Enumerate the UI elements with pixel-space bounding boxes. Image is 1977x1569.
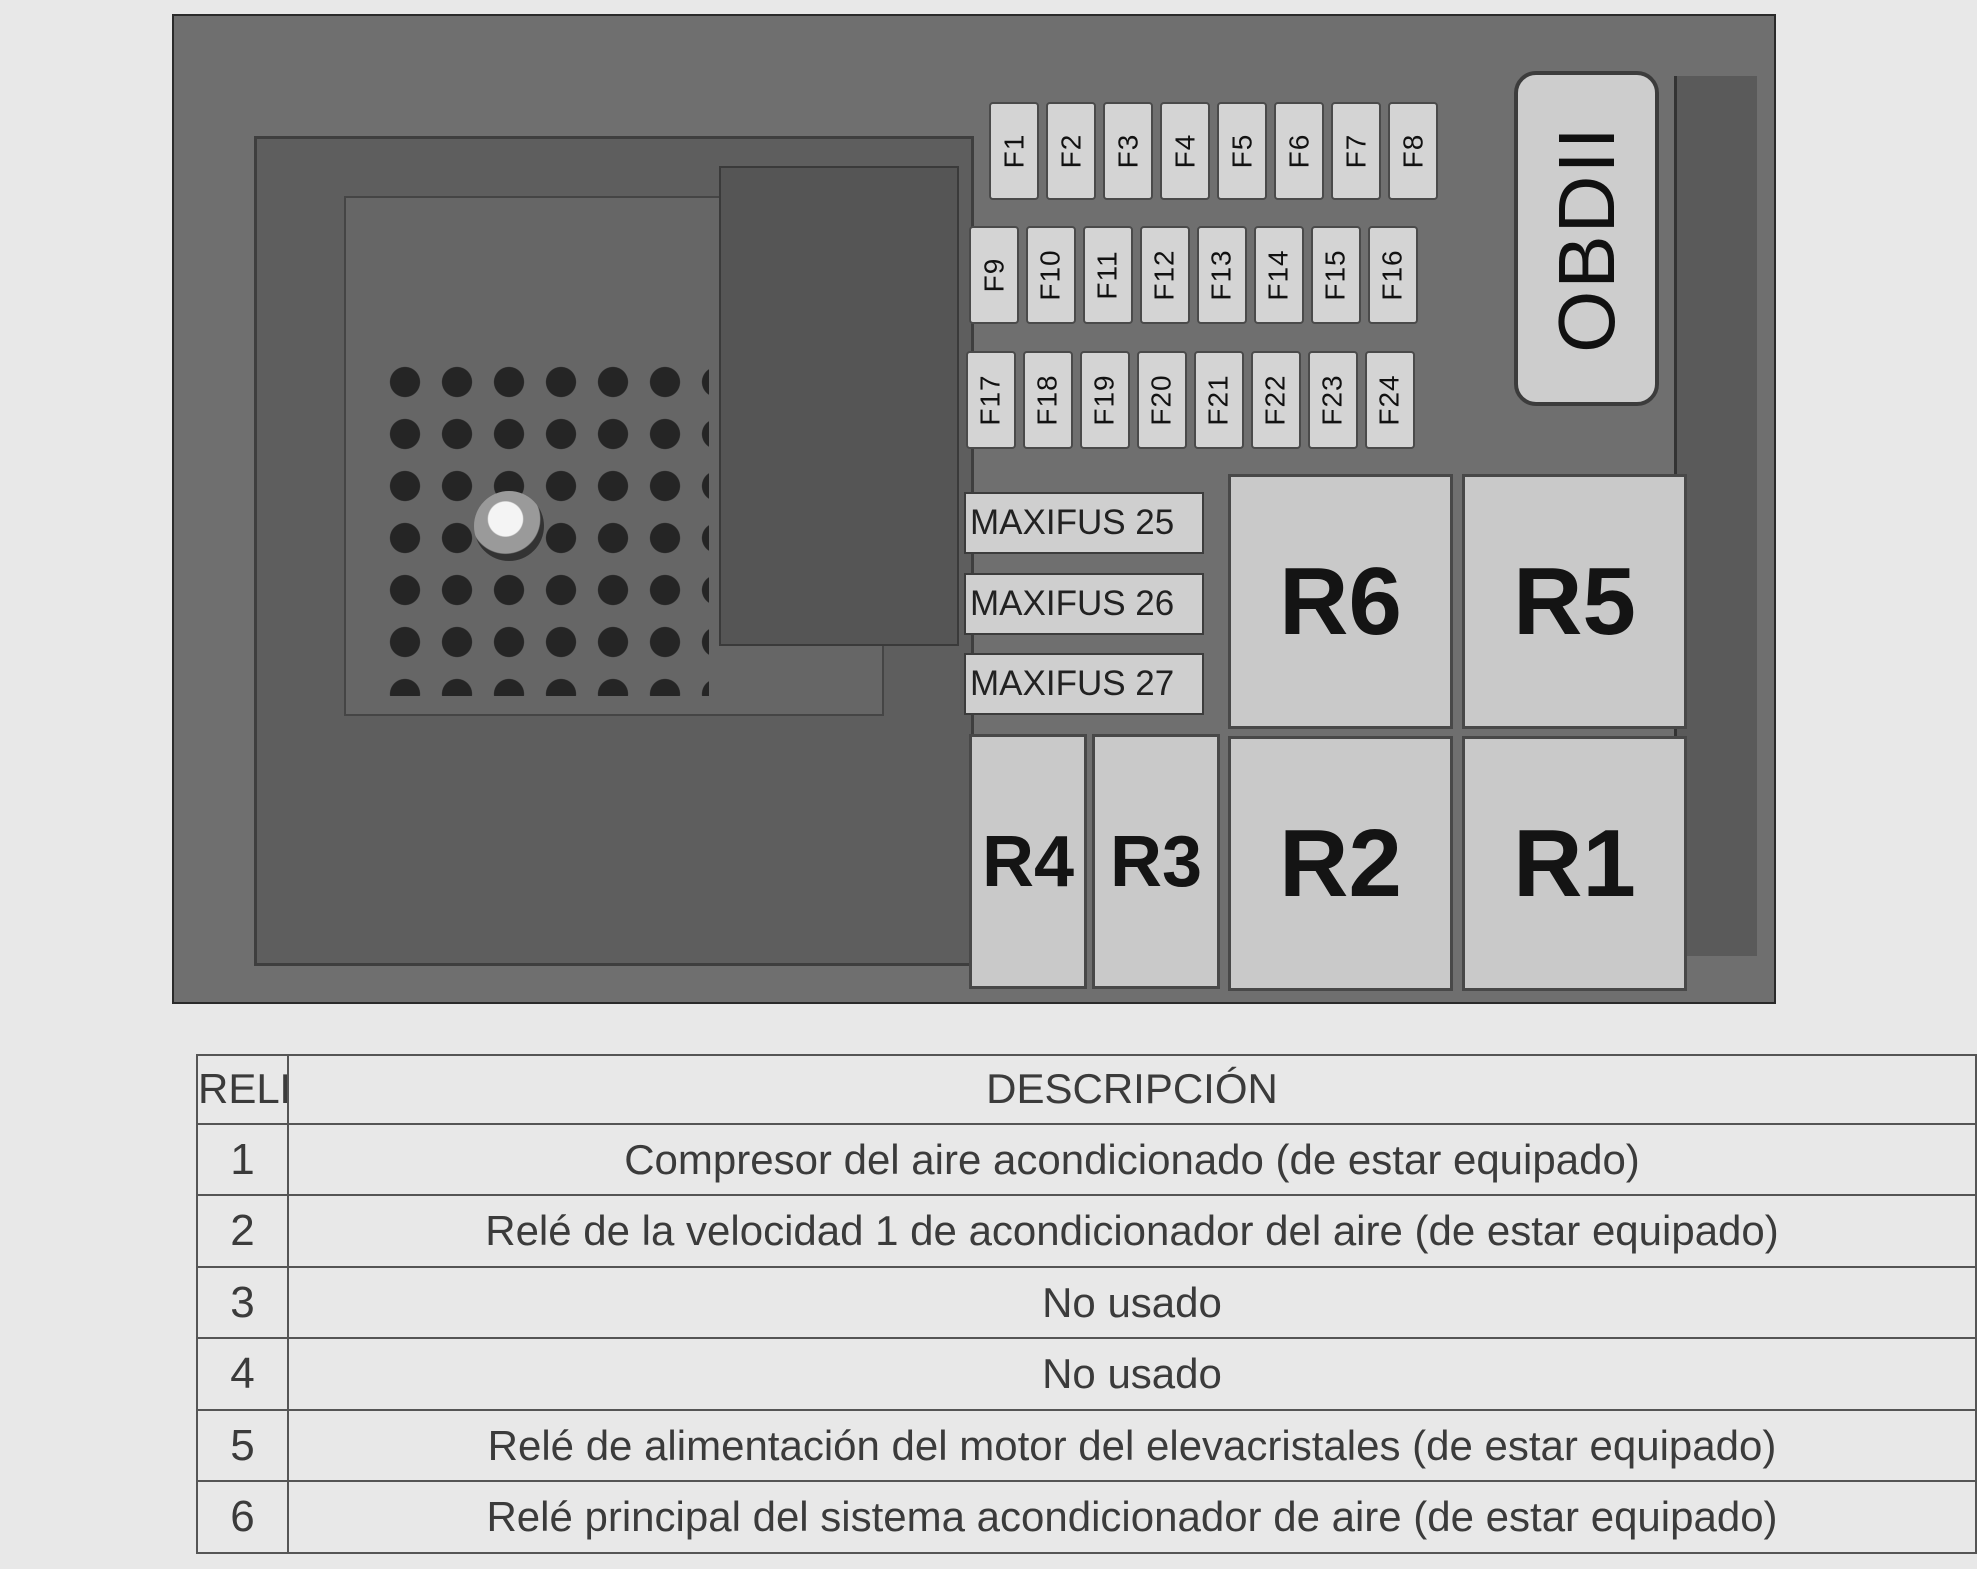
fuse-f7: F7 bbox=[1331, 102, 1381, 200]
relay-r4: R4 bbox=[969, 734, 1087, 989]
table-row: 2 Relé de la velocidad 1 de acondicionad… bbox=[196, 1194, 1977, 1268]
fuse-f18: F18 bbox=[1023, 351, 1073, 449]
maxifuse-27: MAXIFUS 27 bbox=[964, 653, 1204, 715]
fuse-f23: F23 bbox=[1308, 351, 1358, 449]
relay-r2: R2 bbox=[1228, 736, 1453, 991]
relay-number: 5 bbox=[196, 1408, 289, 1483]
fuse-f14: F14 bbox=[1254, 226, 1304, 324]
table-row: 5 Relé de alimentación del motor del ele… bbox=[196, 1408, 1977, 1483]
multi-pin-connector bbox=[379, 356, 709, 696]
fuse-f1: F1 bbox=[989, 102, 1039, 200]
fuse-f3: F3 bbox=[1103, 102, 1153, 200]
fuse-f11: F11 bbox=[1083, 226, 1133, 324]
relay-number: 4 bbox=[196, 1337, 289, 1411]
fuse-f8: F8 bbox=[1388, 102, 1438, 200]
relay-description-table: RELÉ DESCRIPCIÓN 1 Compresor del aire ac… bbox=[196, 1054, 1977, 1554]
maxifuse-26: MAXIFUS 26 bbox=[964, 573, 1204, 635]
relay-r1: R1 bbox=[1462, 736, 1687, 991]
relay-socket-block bbox=[719, 166, 959, 646]
fuse-f13: F13 bbox=[1197, 226, 1247, 324]
relay-r6: R6 bbox=[1228, 474, 1453, 729]
header-rele: RELÉ bbox=[196, 1054, 289, 1125]
header-descripcion: DESCRIPCIÓN bbox=[287, 1054, 1977, 1125]
fuse-f16: F16 bbox=[1368, 226, 1418, 324]
relay-r3: R3 bbox=[1092, 734, 1220, 989]
fuse-f19: F19 bbox=[1080, 351, 1130, 449]
fuse-box-photo: F1 F2 F3 F4 F5 F6 F7 F8 F9 F10 F11 F12 F… bbox=[172, 14, 1776, 1004]
fuse-f24: F24 bbox=[1365, 351, 1415, 449]
table-row: 6 Relé principal del sistema acondiciona… bbox=[196, 1480, 1977, 1554]
relay-description: Relé de alimentación del motor del eleva… bbox=[287, 1408, 1977, 1483]
relay-number: 3 bbox=[196, 1265, 289, 1340]
fuse-f22: F22 bbox=[1251, 351, 1301, 449]
relay-r5: R5 bbox=[1462, 474, 1687, 729]
housing-rail bbox=[1674, 76, 1757, 956]
relay-description: Relé principal del sistema acondicionado… bbox=[287, 1480, 1977, 1554]
maxifuse-25: MAXIFUS 25 bbox=[964, 492, 1204, 554]
table-header-row: RELÉ DESCRIPCIÓN bbox=[196, 1054, 1977, 1125]
table-row: 1 Compresor del aire acondicionado (de e… bbox=[196, 1122, 1977, 1197]
relay-number: 2 bbox=[196, 1194, 289, 1268]
fuse-f5: F5 bbox=[1217, 102, 1267, 200]
relay-description: Relé de la velocidad 1 de acondicionador… bbox=[287, 1194, 1977, 1268]
terminal-stud bbox=[474, 491, 544, 561]
relay-description: No usado bbox=[287, 1265, 1977, 1340]
relay-number: 1 bbox=[196, 1122, 289, 1197]
fuse-f21: F21 bbox=[1194, 351, 1244, 449]
fuse-f15: F15 bbox=[1311, 226, 1361, 324]
relay-description: No usado bbox=[287, 1337, 1977, 1411]
fuse-f6: F6 bbox=[1274, 102, 1324, 200]
fuse-f20: F20 bbox=[1137, 351, 1187, 449]
relay-description: Compresor del aire acondicionado (de est… bbox=[287, 1122, 1977, 1197]
fuse-f10: F10 bbox=[1026, 226, 1076, 324]
fuse-f2: F2 bbox=[1046, 102, 1096, 200]
table-row: 3 No usado bbox=[196, 1265, 1977, 1340]
fuse-f9: F9 bbox=[969, 226, 1019, 324]
relay-number: 6 bbox=[196, 1480, 289, 1554]
obd-connector: OBDII bbox=[1514, 71, 1659, 406]
fuse-f17: F17 bbox=[966, 351, 1016, 449]
table-row: 4 No usado bbox=[196, 1337, 1977, 1411]
fuse-f4: F4 bbox=[1160, 102, 1210, 200]
fuse-f12: F12 bbox=[1140, 226, 1190, 324]
